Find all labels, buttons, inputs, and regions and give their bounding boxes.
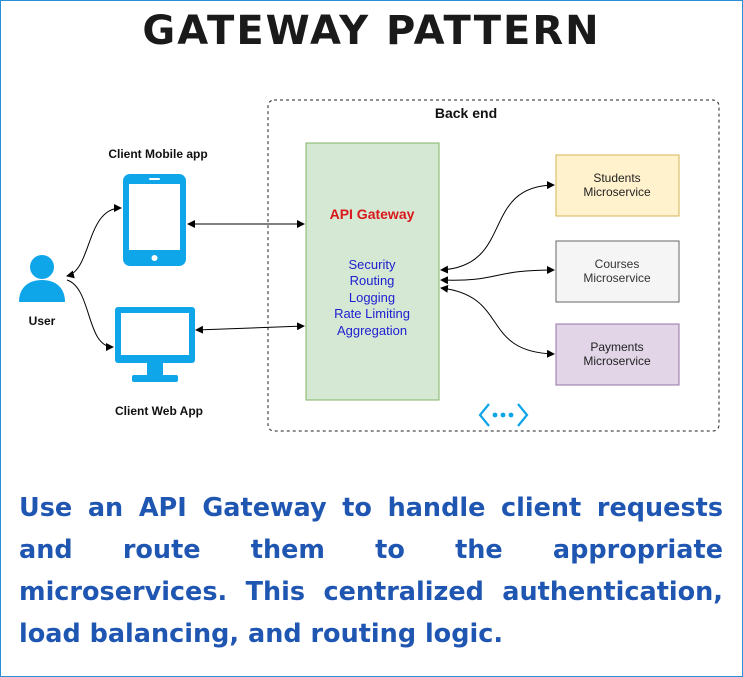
page-title: GATEWAY PATTERN	[142, 8, 601, 54]
payments-service-type: Microservice	[583, 354, 651, 368]
gateway-payments-connector	[440, 284, 555, 358]
user-icon	[19, 255, 65, 302]
gateway-feature-security: Security	[349, 257, 396, 272]
gateway-feature-aggregation: Aggregation	[337, 323, 407, 338]
courses-service-type: Microservice	[583, 271, 651, 285]
payments-service-box	[555, 323, 680, 386]
web-gateway-connector	[195, 322, 305, 334]
user-web-connector	[66, 279, 114, 351]
api-gateway-title: API Gateway	[330, 206, 415, 222]
courses-service-box	[555, 240, 680, 303]
gateway-courses-connector	[440, 266, 555, 285]
payments-service-name: Payments	[590, 340, 643, 354]
mobile-label: Client Mobile app	[108, 147, 207, 161]
gateway-feature-logging: Logging	[349, 290, 395, 305]
backend-label: Back end	[435, 105, 497, 121]
gateway-students-connector	[440, 181, 555, 274]
gateway-feature-routing: Routing	[350, 273, 395, 288]
students-service-box	[555, 154, 680, 217]
user-label: User	[29, 314, 56, 328]
gateway-feature-rate-limiting: Rate Limiting	[334, 306, 410, 321]
description-text: Use an API Gateway to handle client requ…	[19, 493, 723, 649]
students-service-type: Microservice	[583, 185, 651, 199]
network-connection-icon	[478, 403, 529, 427]
monitor-icon	[115, 307, 195, 382]
web-label: Client Web App	[115, 404, 203, 418]
mobile-phone-icon	[123, 174, 186, 266]
backend-boundary	[267, 99, 720, 432]
user-mobile-connector	[66, 204, 122, 279]
api-gateway-box	[305, 142, 440, 401]
courses-service-name: Courses	[595, 257, 640, 271]
students-service-name: Students	[593, 171, 640, 185]
